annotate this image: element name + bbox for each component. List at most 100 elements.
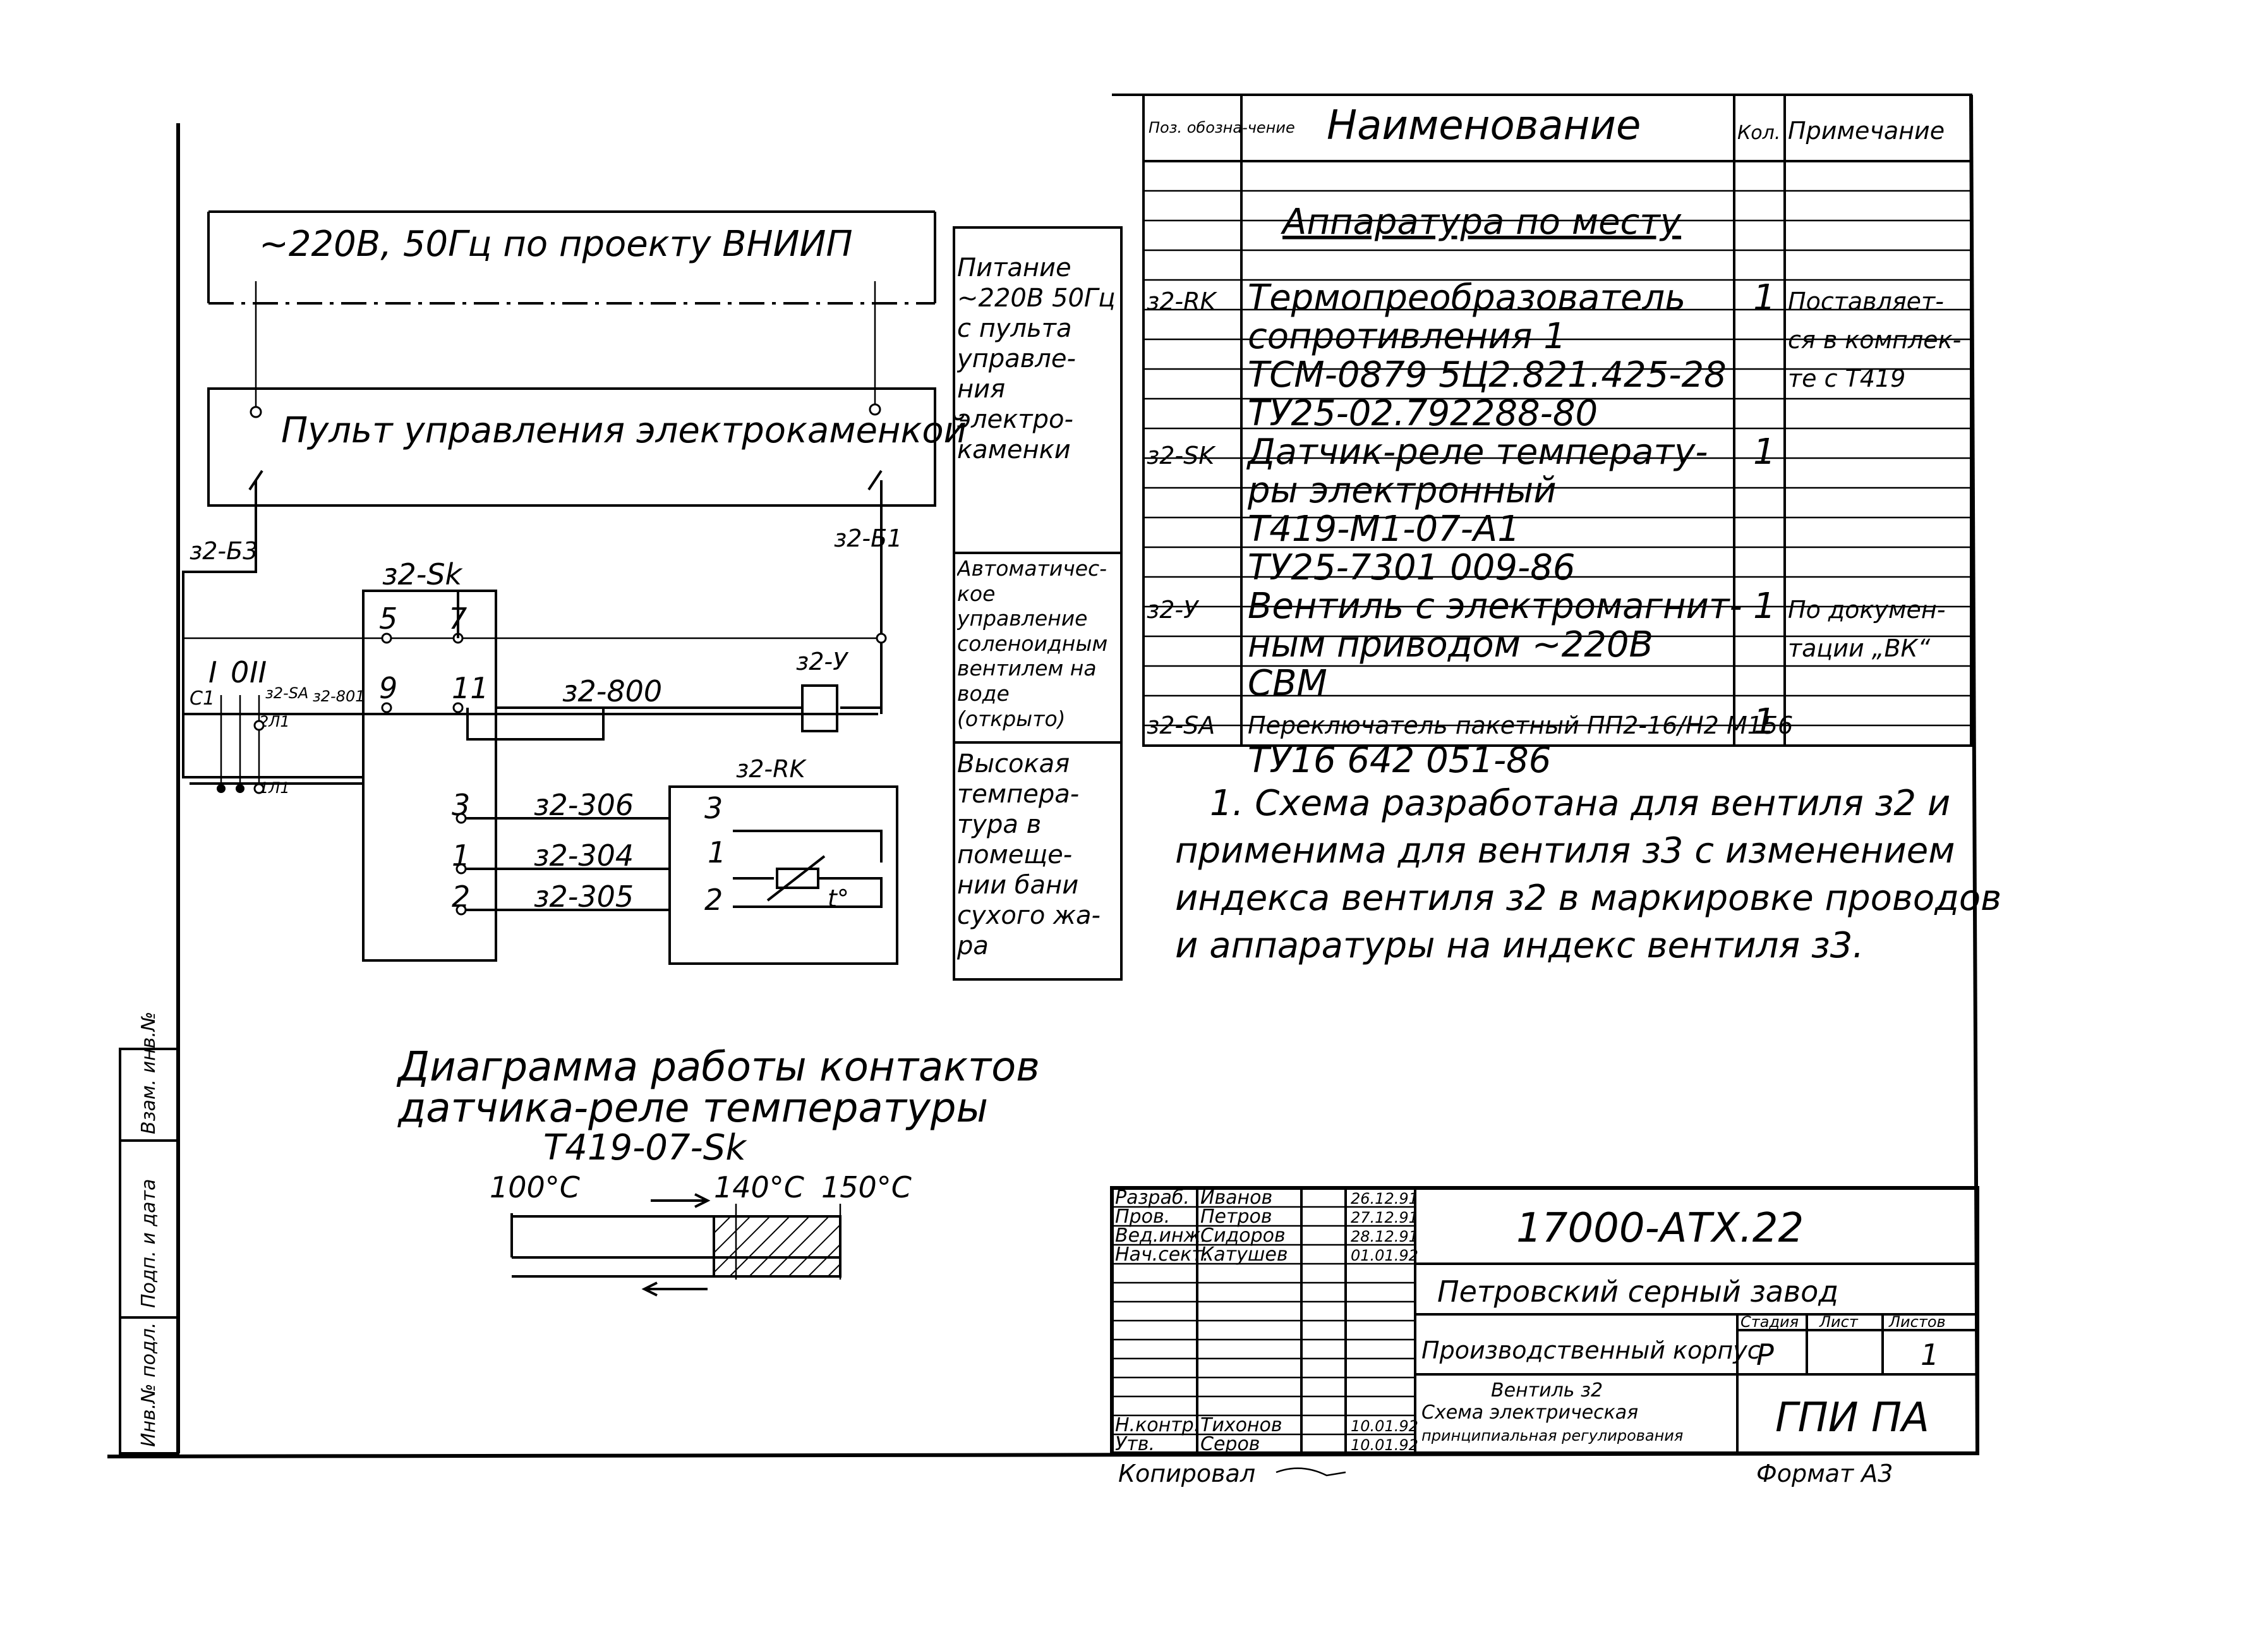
spec-row: ТУ25-02.792288-80 bbox=[1248, 393, 1598, 434]
title-role: Н.контр. bbox=[1115, 1414, 1200, 1436]
spec-cell-name: Т419-М1-07-А1 bbox=[1248, 509, 1520, 550]
stamp-replaced-inv: Взам. инв.№ bbox=[138, 1012, 160, 1134]
diagram-title-2: датчика-реле температуры bbox=[397, 1085, 988, 1132]
title-role: Пров. bbox=[1115, 1206, 1170, 1228]
spec-cell-note: По докумен- bbox=[1788, 596, 1945, 624]
power-supply-block: ~220В, 50Гц по проекту ВНИИП bbox=[207, 210, 936, 305]
diagram-tick-140: 140°С bbox=[714, 1170, 804, 1204]
spec-cell-name: сопротивления 1 bbox=[1248, 316, 1566, 357]
wire-label-800: з2-800 bbox=[562, 674, 662, 708]
object-name: Производственный корпус bbox=[1421, 1336, 1761, 1364]
spec-cell-pos: з2-RK bbox=[1147, 288, 1217, 315]
note-line-3: индекса вентиля з2 в маркировке проводов bbox=[1175, 878, 2001, 919]
spec-row: ТУ25-7301 009-86 bbox=[1248, 547, 1575, 588]
title-person: Петров bbox=[1200, 1206, 1272, 1228]
spec-cell-qty: 1 bbox=[1753, 701, 1776, 742]
note-line-2: применима для вентиля з3 с изменением bbox=[1175, 830, 1955, 871]
control-panel-label: Пульт управления электрокаменкой bbox=[281, 410, 967, 451]
title-role: Утв. bbox=[1115, 1433, 1155, 1455]
diagram-tick-100: 100°С bbox=[490, 1170, 580, 1204]
copied-label: Копировал bbox=[1118, 1460, 1255, 1487]
notes: 1. Схема разработана для вентиля з2 и пр… bbox=[1175, 783, 2001, 966]
sa-position-0: 0 bbox=[231, 655, 249, 689]
title-date: 01.01.92 bbox=[1351, 1247, 1418, 1264]
purpose-auto-control: Автоматичес-кое управление соленоидным в… bbox=[957, 556, 1108, 731]
note-line-1: 1. Схема разработана для вентиля з2 и bbox=[1210, 783, 1950, 824]
stamp-inv-no: Инв.№ подл. bbox=[138, 1323, 160, 1447]
spec-table: Поз. обозна-чение Наименование Кол. Прим… bbox=[1142, 94, 1972, 781]
sk-terminal-11: 11 bbox=[452, 671, 489, 705]
spec-row: Т419-М1-07-А1 bbox=[1248, 509, 1520, 550]
title-date: 27.12.91 bbox=[1351, 1209, 1418, 1226]
valve-y-label: з2-У bbox=[796, 648, 849, 675]
spec-row: з2-SK Датчик-реле температу- 1 bbox=[1147, 432, 1776, 473]
relay-sk-label: з2-Sk bbox=[382, 557, 464, 591]
wire-label-801: з2-801 bbox=[313, 687, 365, 705]
drawing-title-1: Вентиль з2 bbox=[1491, 1379, 1603, 1402]
purpose-high-temperature: Высокая темпера-тура в помеще-нии бани с… bbox=[957, 749, 1101, 960]
rk-terminal-1: 1 bbox=[708, 835, 726, 869]
contact-diagram: Диаграмма работы контактов датчика-реле … bbox=[396, 1044, 1040, 1297]
spec-row: сопротивления 1 ся в комплек- bbox=[1248, 316, 1961, 357]
spec-cell-name: ТУ16 642 051-86 bbox=[1248, 740, 1551, 781]
purpose-column: Питание ~220В 50Гц с пульта управле-ния … bbox=[953, 226, 1123, 981]
organization: Петровский серный завод bbox=[1437, 1275, 1838, 1309]
solenoid-valve-y: з2-У bbox=[796, 648, 849, 732]
purpose-power-supply: Питание ~220В 50Гц с пульта управле-ния … bbox=[957, 253, 1116, 464]
title-date: 28.12.91 bbox=[1351, 1228, 1418, 1245]
spec-header-pos: Поз. обозна-чение bbox=[1149, 119, 1295, 136]
stamp-signature-date: Подп. и дата bbox=[138, 1179, 160, 1308]
title-person: Сидоров bbox=[1200, 1225, 1286, 1247]
sa-position-2: II bbox=[250, 655, 267, 689]
spec-cell-note: те с Т419 bbox=[1788, 365, 1905, 392]
wire-label-b3: з2-Б3 bbox=[190, 537, 258, 565]
title-date: 10.01.92 bbox=[1351, 1436, 1418, 1454]
spec-header-name: Наименование bbox=[1327, 102, 1641, 149]
sa-device-label: з2-SA bbox=[265, 684, 308, 702]
title-date: 26.12.91 bbox=[1351, 1190, 1418, 1208]
sk-terminal-9: 9 bbox=[379, 671, 397, 705]
spec-cell-note: тации „ВК“ bbox=[1788, 634, 1930, 662]
spec-cell-pos: з2-SK bbox=[1147, 442, 1216, 469]
spec-cell-name: ТУ25-7301 009-86 bbox=[1248, 547, 1575, 588]
doc-code: 17000-АТХ.22 bbox=[1516, 1205, 1804, 1252]
diagram-tick-150: 150°С bbox=[821, 1170, 912, 1204]
sheets-value: 1 bbox=[1921, 1338, 1939, 1372]
sa-position-1: I bbox=[208, 655, 217, 689]
title-person: Катушев bbox=[1200, 1244, 1288, 1266]
spec-cell-pos: з2-У bbox=[1147, 596, 1200, 624]
diagram-title-1: Диаграмма работы контактов bbox=[396, 1044, 1040, 1091]
rk-terminal-3: 3 bbox=[704, 791, 723, 825]
relay-sk: з2-Sk 5 7 9 11 3 1 2 bbox=[362, 557, 497, 962]
diagram-title-3: Т419-07-Sk bbox=[543, 1127, 747, 1168]
company-name: ГПИ ПА bbox=[1775, 1395, 1929, 1441]
wire-label-305: з2-305 bbox=[534, 880, 634, 914]
spec-cell-note: ся в комплек- bbox=[1788, 326, 1961, 354]
spec-cell-name: Датчик-реле температу- bbox=[1246, 432, 1708, 473]
diagram-hatched-zone bbox=[713, 1215, 841, 1278]
spec-cell-pos: з2-SA bbox=[1147, 712, 1215, 739]
spec-section-title: Аппаратура по месту bbox=[1281, 202, 1682, 243]
spec-cell-qty: 1 bbox=[1753, 586, 1776, 627]
stage-value: Р bbox=[1756, 1338, 1774, 1372]
title-person: Серов bbox=[1200, 1433, 1260, 1455]
title-person: Иванов bbox=[1200, 1187, 1272, 1209]
spec-row: ры электронный bbox=[1247, 470, 1557, 511]
rk-label: з2-RK bbox=[736, 755, 807, 783]
wire-labels: з2-Б3 з2-Б1 з2-800 з2-801 з2-306 з2-304 … bbox=[190, 524, 902, 914]
spec-row: СВМ bbox=[1248, 663, 1327, 704]
title-person: Тихонов bbox=[1200, 1414, 1282, 1436]
spec-header-note: Примечание bbox=[1788, 117, 1945, 145]
title-role: Вед.инж. bbox=[1115, 1225, 1207, 1247]
spec-cell-name: ры электронный bbox=[1247, 470, 1557, 511]
drawing-title-2: Схема электрическая bbox=[1421, 1402, 1638, 1424]
spec-cell-qty: 1 bbox=[1753, 277, 1776, 318]
spec-cell-qty: 1 bbox=[1753, 432, 1776, 473]
rk-terminal-2: 2 bbox=[704, 883, 723, 917]
wire-label-306: з2-306 bbox=[534, 788, 634, 822]
